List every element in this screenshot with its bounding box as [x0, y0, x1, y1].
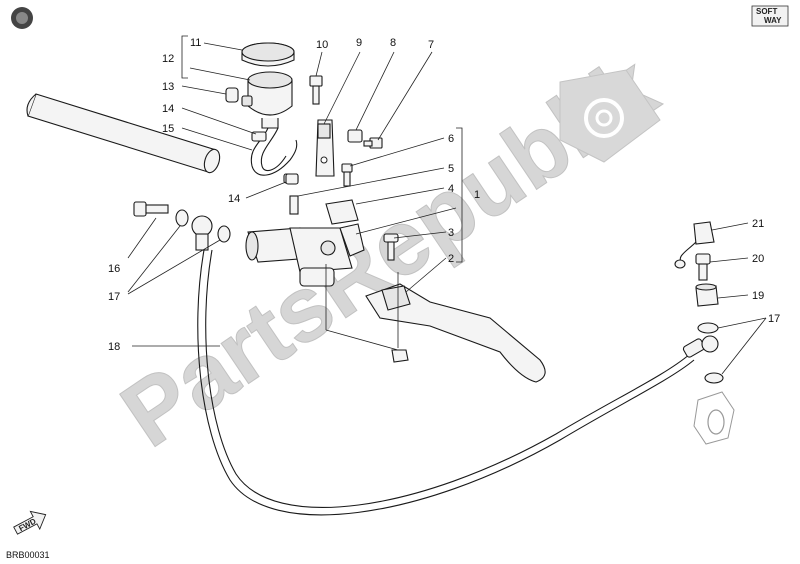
callouts: 1 2 3 4 5 6 7 8 9 10 11 12 13 14 14 15 1…	[108, 37, 780, 353]
callout-9: 9	[356, 37, 362, 49]
callout-18: 18	[108, 341, 120, 353]
callout-4: 4	[448, 183, 454, 195]
callout-19: 19	[752, 290, 764, 302]
callout-15: 15	[162, 123, 174, 135]
adapter	[695, 283, 719, 307]
sealing-washer	[217, 225, 231, 243]
badge-bottom: WAY	[764, 16, 782, 25]
reservoir-cap	[241, 42, 295, 67]
clamp-half	[325, 199, 359, 225]
sealing-washer	[704, 372, 724, 384]
callout-14-upper: 14	[162, 103, 174, 115]
grommet	[225, 87, 253, 107]
screw	[363, 137, 383, 149]
callout-10: 10	[316, 39, 328, 51]
pivot-screw	[383, 233, 399, 261]
clutch-lever	[365, 283, 546, 383]
callout-21: 21	[752, 218, 764, 230]
hose-clamp	[251, 131, 267, 142]
handlebar	[26, 93, 221, 174]
softway-badge: SOFT WAY	[751, 5, 789, 27]
callout-2: 2	[448, 253, 454, 265]
sealing-washer	[697, 322, 719, 334]
callout-12: 12	[162, 53, 174, 65]
banjo-bolt	[133, 201, 169, 217]
screw	[341, 163, 353, 187]
callout-14-lower: 14	[228, 193, 240, 205]
callout-20: 20	[752, 253, 764, 265]
reservoir-bracket	[315, 119, 335, 177]
fwd-arrow-icon: FWD	[13, 510, 47, 535]
callout-16: 16	[108, 263, 120, 275]
bolt	[309, 75, 323, 105]
brand-logo	[11, 7, 33, 29]
callout-1: 1	[474, 189, 480, 201]
leader-lines	[127, 35, 767, 375]
fitting	[285, 173, 299, 215]
spacer	[347, 129, 363, 143]
drawing-code: BRB00031	[6, 550, 50, 560]
watermark-gear-flag	[559, 69, 661, 163]
bleed-screw	[695, 253, 711, 281]
callout-8: 8	[390, 37, 396, 49]
callout-3: 3	[448, 227, 454, 239]
banjo-fitting	[191, 215, 213, 251]
callout-17-right: 17	[768, 313, 780, 325]
lock-nut	[391, 349, 409, 363]
callout-5: 5	[448, 163, 454, 175]
clutch-hose	[197, 249, 719, 516]
slave-cylinder-outline	[693, 391, 735, 445]
master-cylinder	[245, 223, 365, 287]
badge-top: SOFT	[756, 7, 777, 16]
callout-13: 13	[162, 81, 174, 93]
watermark-gear-icon	[584, 98, 624, 138]
callout-7: 7	[428, 39, 434, 51]
sealing-washer	[175, 209, 189, 227]
reservoir-body	[247, 71, 293, 129]
callout-11: 11	[190, 37, 201, 49]
dust-cap	[674, 221, 715, 269]
callout-17-left: 17	[108, 291, 120, 303]
callout-6: 6	[448, 133, 454, 145]
